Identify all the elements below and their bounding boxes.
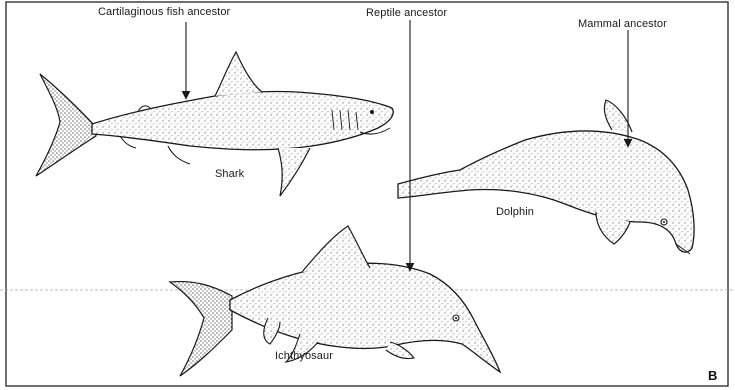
panel-letter: B	[708, 368, 717, 383]
reptile-ancestor-label: Reptile ancestor	[366, 7, 447, 19]
dolphin-label: Dolphin	[496, 206, 534, 218]
ichthyosaur-illustration	[170, 226, 500, 376]
dolphin-illustration	[398, 100, 694, 254]
mammal-ancestor-label: Mammal ancestor	[578, 18, 667, 30]
cartilaginous-ancestor-label: Cartilaginous fish ancestor	[98, 6, 230, 18]
shark-label: Shark	[215, 168, 244, 180]
ichthyosaur-label: Ichthyosaur	[275, 350, 333, 362]
